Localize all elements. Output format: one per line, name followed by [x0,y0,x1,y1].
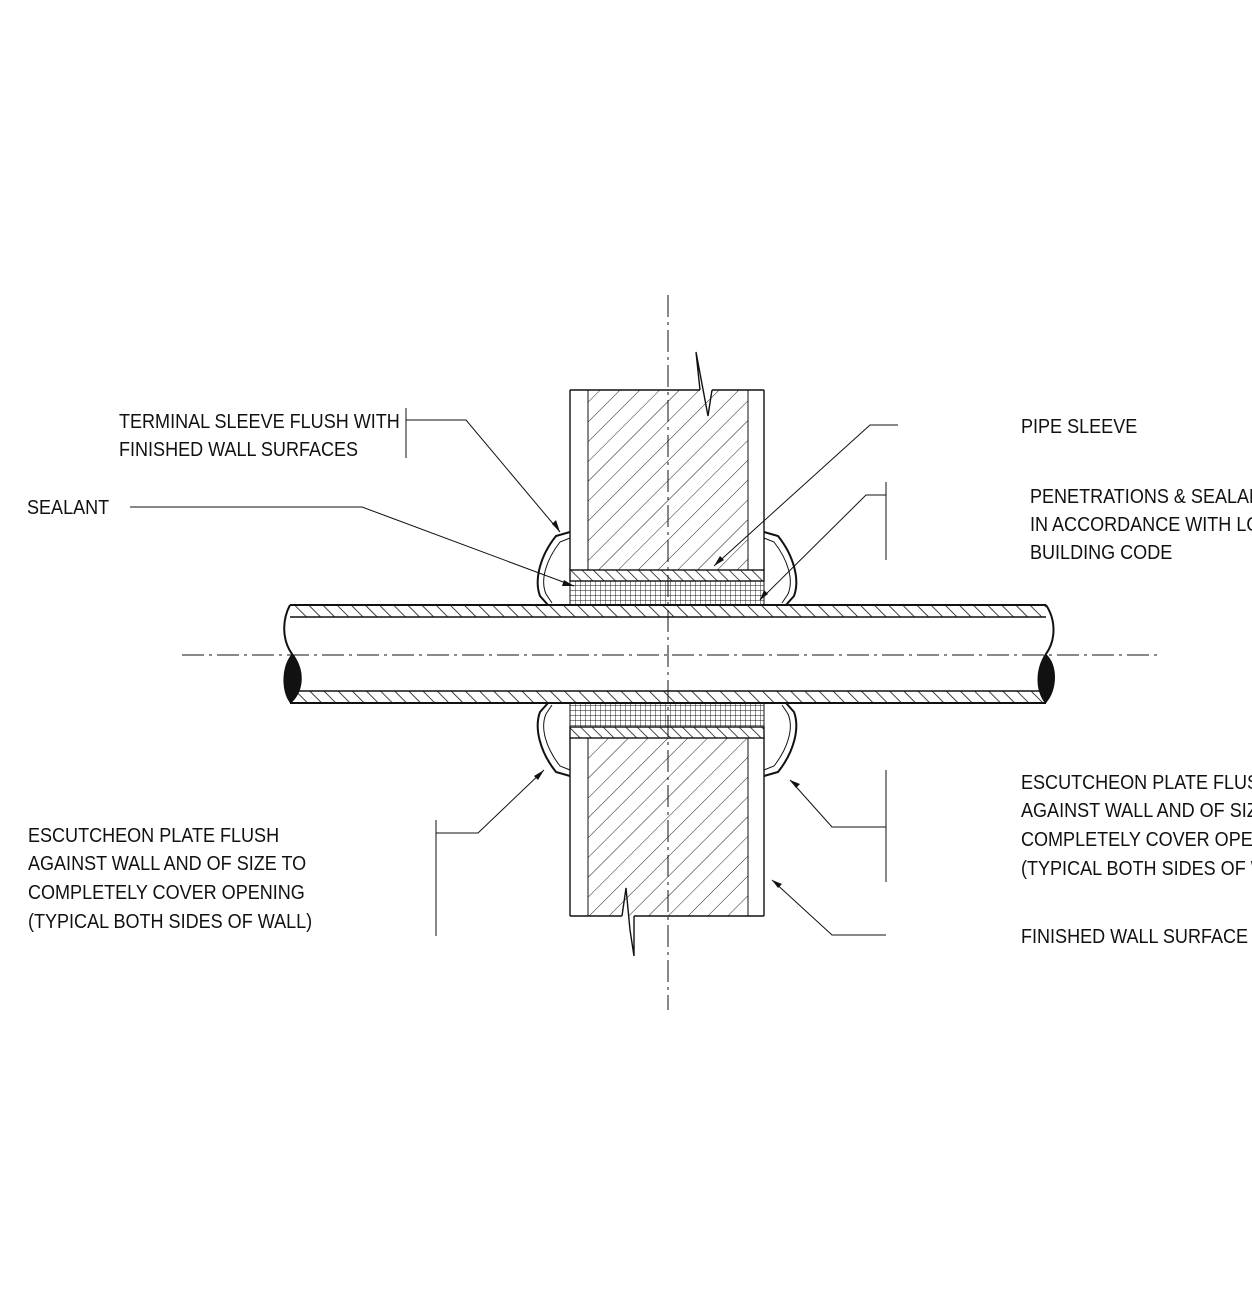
pipe [283,604,1055,704]
label-terminal-sleeve: TERMINAL SLEEVE FLUSH WITH FINISHED WALL… [119,411,405,461]
break-line-bottom [621,887,635,957]
label-escutcheon-right: ESCUTCHEON PLATE FLUSH AGAINST WALL AND … [1021,772,1252,880]
label-escutcheon-left: ESCUTCHEON PLATE FLUSH AGAINST WALL AND … [28,825,312,933]
leader-lines [130,408,898,936]
label-penetrations: PENETRATIONS & SEALANT SHALL BE IN ACCOR… [1030,486,1252,564]
wall-lower [569,738,765,957]
wall-upper [569,351,765,570]
pipe-break-right-fill [1038,654,1055,703]
escutcheon-plates [536,531,798,777]
sealant [569,580,765,728]
label-pipe-sleeve: PIPE SLEEVE [1021,416,1137,438]
pipe-break-left-fill [283,654,301,703]
label-sealant: SEALANT [27,497,109,519]
center-lines [182,295,1160,1010]
label-finished-wall-surface: FINISHED WALL SURFACE [1021,926,1248,948]
break-line-top [695,351,713,417]
text-labels: TERMINAL SLEEVE FLUSH WITH FINISHED WALL… [27,411,1252,948]
